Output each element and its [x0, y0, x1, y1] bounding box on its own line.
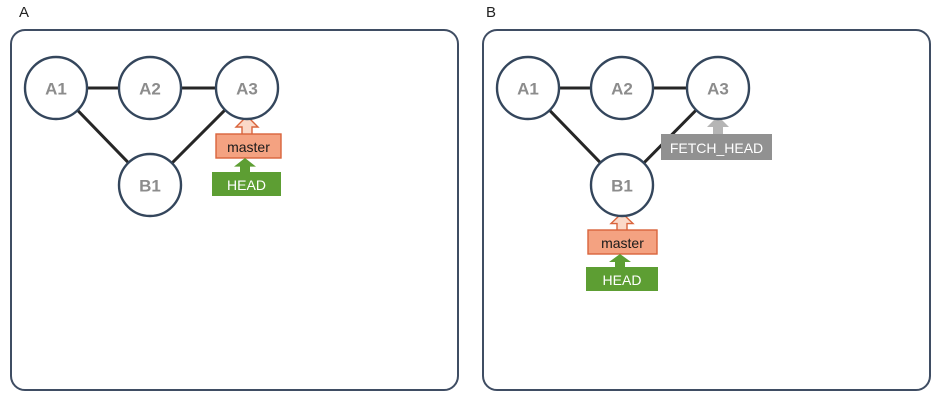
tag-arrow-fetch_head	[707, 116, 729, 136]
tag-head[interactable]: HEAD	[212, 158, 281, 196]
tag-box-master	[587, 229, 658, 255]
commit-circle-a1	[23, 55, 89, 121]
commit-node-b-a1[interactable]: A1	[495, 55, 561, 121]
commit-label-a1: A1	[45, 80, 67, 99]
tag-label-master: master	[227, 139, 270, 155]
commit-node-a-a1[interactable]: A1	[23, 55, 89, 121]
tag-box-head	[212, 172, 281, 196]
commit-node-b-b1[interactable]: B1	[589, 152, 655, 218]
panel-frame-a	[10, 29, 459, 391]
commit-node-a-a2[interactable]: A2	[117, 55, 183, 121]
commit-circle-b1	[117, 152, 183, 218]
tag-label-head: HEAD	[603, 272, 642, 288]
commit-label-a2: A2	[139, 80, 161, 99]
tag-label-fetch_head: FETCH_HEAD	[670, 140, 763, 156]
panel-frames	[10, 29, 931, 391]
tag-label-master: master	[601, 235, 644, 251]
commit-label-b1: B1	[139, 177, 161, 196]
commit-label-a3: A3	[707, 80, 729, 99]
commit-label-b1: B1	[611, 177, 633, 196]
edge-a1-b1	[547, 108, 603, 165]
commit-node-b-a3[interactable]: A3	[685, 55, 751, 121]
panel-frame-b	[482, 29, 931, 391]
panel-label-b: B	[486, 4, 497, 21]
commit-circle-a3	[214, 55, 280, 121]
commit-circle-b1	[589, 152, 655, 218]
tag-box-master	[215, 133, 282, 159]
commit-label-a3: A3	[236, 80, 258, 99]
commit-node-a-a3[interactable]: A3	[214, 55, 280, 121]
tag-box-fetch_head	[661, 134, 772, 160]
tag-arrow-head	[234, 158, 256, 174]
tag-fetch_head[interactable]: FETCH_HEAD	[661, 116, 772, 160]
edge-b1-a3	[170, 108, 227, 165]
commit-node-a-b1[interactable]: B1	[117, 152, 183, 218]
tag-label-head: HEAD	[227, 177, 266, 193]
commit-label-a1: A1	[517, 80, 539, 99]
commit-label-a2: A2	[611, 80, 633, 99]
panel-label-a: A	[19, 4, 30, 21]
commit-circle-a2	[589, 55, 655, 121]
commit-circle-a1	[495, 55, 561, 121]
commit-node-b-a2[interactable]: A2	[589, 55, 655, 121]
commit-circle-a3	[685, 55, 751, 121]
tag-head[interactable]: HEAD	[586, 254, 658, 291]
tag-master[interactable]: master	[215, 115, 282, 159]
commit-edges	[75, 86, 698, 165]
tag-box-head	[586, 267, 658, 291]
tag-master[interactable]: master	[587, 212, 658, 255]
tag-arrow-head	[609, 254, 631, 269]
commit-circle-a2	[117, 55, 183, 121]
edge-a1-b1	[75, 108, 131, 165]
